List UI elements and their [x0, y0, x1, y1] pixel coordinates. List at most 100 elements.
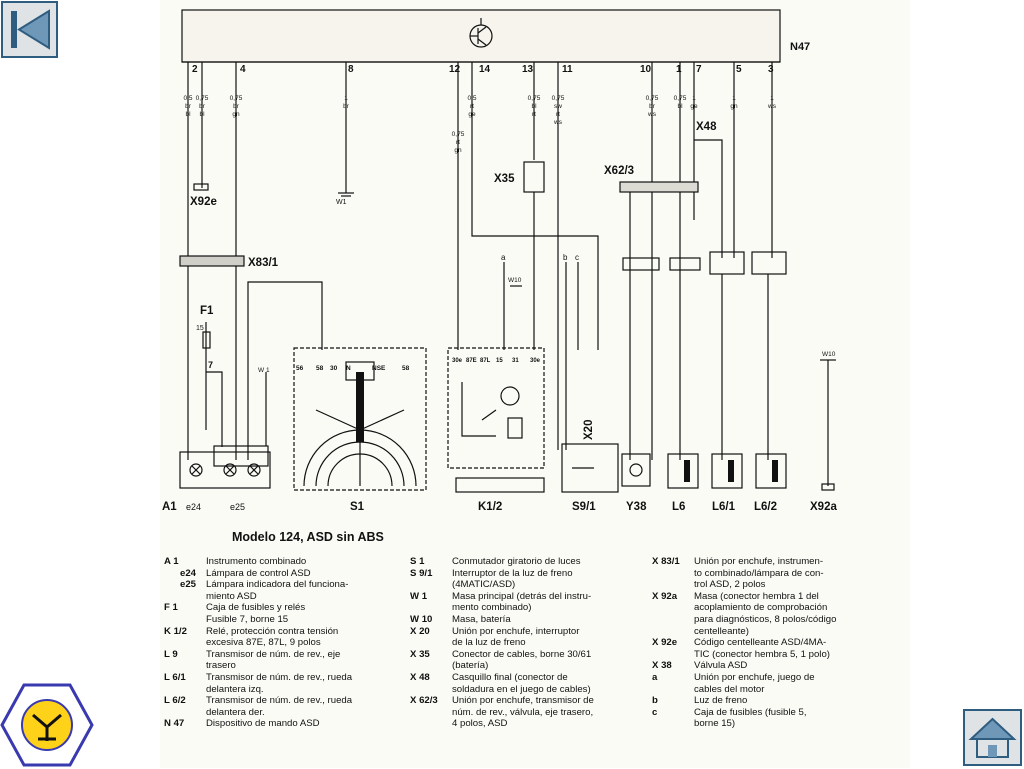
legend-key: L 6/2 — [164, 695, 186, 707]
legend-item: excesiva 87E, 87L, 9 polos — [162, 637, 394, 649]
home-button[interactable] — [963, 709, 1022, 766]
legend-item: (4MATIC/ASD) — [408, 579, 638, 591]
legend-value: Transmisor de núm. de rev., eje — [206, 648, 341, 660]
s1-terminal-label: NSE — [372, 365, 386, 372]
legend-key: X 38 — [652, 660, 672, 672]
legend-key — [162, 707, 206, 719]
legend-value: Caja de fusibles (fusible 5, — [694, 706, 807, 718]
legend-item: delantera izq. — [162, 684, 394, 696]
wire-spec-label: 0,75 — [552, 95, 565, 102]
legend-value: Unión por enchufe, instrumen- — [694, 556, 824, 567]
c-label: c — [575, 253, 579, 262]
wire-spec-label: br — [233, 103, 240, 110]
legend-item: TIC (conector hembra 5, 1 polo) — [650, 649, 876, 661]
legend-item: acoplamiento de comprobación — [650, 602, 876, 614]
wire-spec-label: br — [649, 103, 656, 110]
wire-spec-label: 0,5 — [183, 95, 192, 102]
a-label: a — [501, 253, 506, 262]
legend-value: trasero — [206, 660, 236, 672]
legend-key: W 10 — [410, 613, 433, 625]
component-label: K1/2 — [478, 501, 502, 513]
pin-label: 1 — [676, 64, 682, 75]
legend-key — [408, 684, 452, 696]
component-label: X92a — [810, 501, 837, 513]
wire-spec-label: gn — [232, 111, 240, 118]
legend-item: núm. de rev., válvula, eje trasero, — [408, 707, 638, 719]
n47-module — [181, 9, 781, 63]
legend-key — [650, 579, 694, 591]
legend-key: X 83/1 — [652, 556, 680, 567]
legend-key: A 1 — [164, 556, 179, 567]
k1-terminal-label: 15 — [496, 358, 503, 364]
k1-2-relay — [447, 347, 545, 469]
legend-value: Caja de fusibles y relés — [206, 602, 306, 614]
legend-key — [650, 718, 694, 730]
s1-switch — [293, 347, 427, 491]
y38-valve — [621, 453, 651, 487]
legend-value: borne 15) — [694, 718, 736, 730]
legend-key: c — [652, 706, 658, 718]
w1-label: W1 — [336, 199, 347, 206]
l6-sensor — [667, 453, 699, 489]
legend-key: X 92a — [652, 590, 678, 602]
component-label: A1 — [162, 501, 177, 513]
legend-key — [162, 684, 206, 696]
legend-title: Modelo 124, ASD sin ABS — [232, 530, 384, 544]
legend-key: X 62/3 — [410, 695, 438, 707]
pin-label: 4 — [240, 64, 246, 75]
legend-value: 4 polos, ASD — [452, 718, 508, 730]
wire-spec-label: 0,5 — [467, 95, 476, 102]
legend-value: trol ASD, 2 polos — [694, 579, 766, 591]
wire-spec-label: bl — [185, 111, 191, 118]
wire-spec-label: sw — [554, 103, 562, 110]
legend-key — [162, 614, 206, 626]
wire-spec-label: bl — [199, 111, 205, 118]
component-label: e25 — [230, 502, 245, 512]
legend-item: trol ASD, 2 polos — [650, 579, 876, 591]
f1-label: F1 — [200, 305, 214, 317]
wire-spec-label: rt — [532, 111, 536, 118]
wire-spec-label: br — [185, 103, 192, 110]
wire-spec-label: rt — [556, 111, 560, 118]
legend-key: L 9 — [164, 648, 178, 660]
w10-right-label: W10 — [822, 351, 836, 358]
legend-value: Conmutador giratorio de luces — [452, 556, 581, 567]
wire-spec-label: 1 — [344, 95, 348, 102]
legend-key: F 1 — [164, 602, 178, 614]
back-button[interactable] — [1, 1, 58, 58]
legend-value: Luz de freno — [694, 695, 748, 707]
wire-spec-label: bl — [677, 103, 683, 110]
wire-spec-label: gn — [730, 103, 738, 110]
home-icon — [968, 717, 1017, 758]
pin-label: 3 — [768, 64, 774, 75]
fuse-7-label: 7 — [208, 360, 213, 370]
wire-spec-label: ge — [468, 111, 476, 118]
fuse-pin-label: 15 — [196, 325, 204, 332]
k1-terminal-label: 31 — [512, 358, 519, 364]
wire-spec-label: 0,75 — [230, 95, 243, 102]
legend-item: c Caja de fusibles (fusible 5, — [650, 707, 876, 719]
legend-value: de la luz de freno — [452, 637, 526, 649]
x48-label: X48 — [696, 121, 717, 133]
s1-terminal-label: 58 — [402, 365, 410, 372]
legend-value: TIC (conector hembra 5, 1 polo) — [694, 648, 830, 660]
legend-key: e25 — [180, 579, 197, 591]
legend-key: a — [652, 671, 658, 683]
legend-item: de la luz de freno — [408, 637, 638, 649]
legend-value: Transmisor de núm. de rev., rueda — [206, 671, 353, 683]
legend-item: Fusible 7, borne 15 — [162, 614, 394, 626]
legend-item: mento combinado) — [408, 602, 638, 614]
legend-key: X 48 — [410, 671, 430, 683]
component-label: Y38 — [626, 501, 647, 513]
x62-3-label: X62/3 — [604, 165, 634, 177]
